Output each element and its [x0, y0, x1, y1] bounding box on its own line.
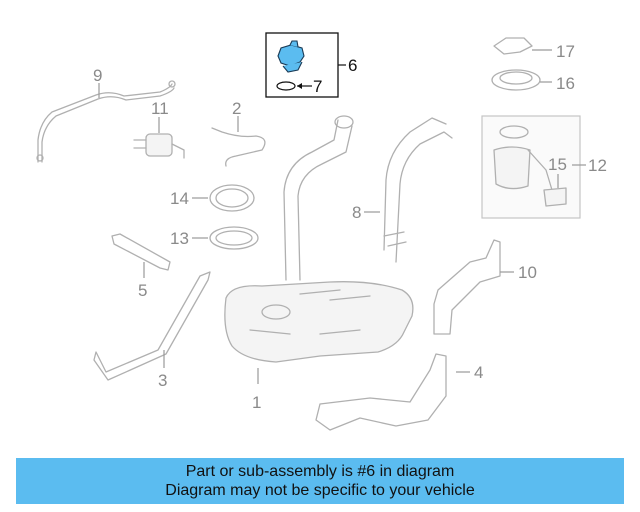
callout-16: 16	[556, 74, 575, 93]
part-6-cap[interactable]	[277, 44, 305, 67]
part-7-oring[interactable]	[276, 81, 296, 91]
part-8[interactable]: 8	[352, 117, 453, 263]
callout-3: 3	[158, 371, 167, 390]
callout-6: 6	[348, 56, 357, 75]
callout-5: 5	[138, 281, 147, 300]
part-10[interactable]: 10	[433, 239, 537, 335]
callout-4: 4	[474, 363, 483, 382]
part-5[interactable]: 5	[111, 233, 171, 300]
part-13[interactable]: 13	[170, 226, 259, 250]
callout-15: 15	[548, 155, 567, 174]
callout-8: 8	[352, 203, 361, 222]
callout-9: 9	[93, 66, 102, 85]
callout-17: 17	[556, 42, 575, 61]
callout-11: 11	[151, 99, 169, 118]
part-11[interactable]: 11	[133, 99, 185, 159]
info-banner: Part or sub-assembly is #6 in diagram Di…	[16, 458, 624, 504]
part-15[interactable]	[543, 187, 567, 207]
callout-7: 7	[313, 77, 322, 96]
part-9[interactable]: 9	[36, 66, 176, 163]
banner-line-2: Diagram may not be specific to your vehi…	[165, 482, 475, 499]
part-3[interactable]: 3	[93, 271, 211, 390]
callout-13: 13	[170, 229, 189, 248]
part-14[interactable]: 14	[170, 184, 255, 212]
filler-neck	[283, 115, 354, 281]
callout-2: 2	[232, 99, 241, 118]
part-1[interactable]: 1	[224, 281, 414, 412]
callout-10: 10	[518, 263, 537, 282]
callout-1: 1	[252, 393, 261, 412]
banner-line-1: Part or sub-assembly is #6 in diagram	[185, 463, 455, 480]
part-16[interactable]: 16	[491, 69, 575, 93]
callout-12: 12	[588, 156, 607, 175]
part-12[interactable]: 15 12	[481, 115, 607, 219]
part-4[interactable]: 4	[315, 353, 483, 431]
part-2[interactable]: 2	[211, 99, 266, 167]
part-6-group[interactable]: 6 7	[265, 32, 357, 98]
callout-14: 14	[170, 189, 189, 208]
part-17[interactable]: 17	[493, 37, 575, 61]
